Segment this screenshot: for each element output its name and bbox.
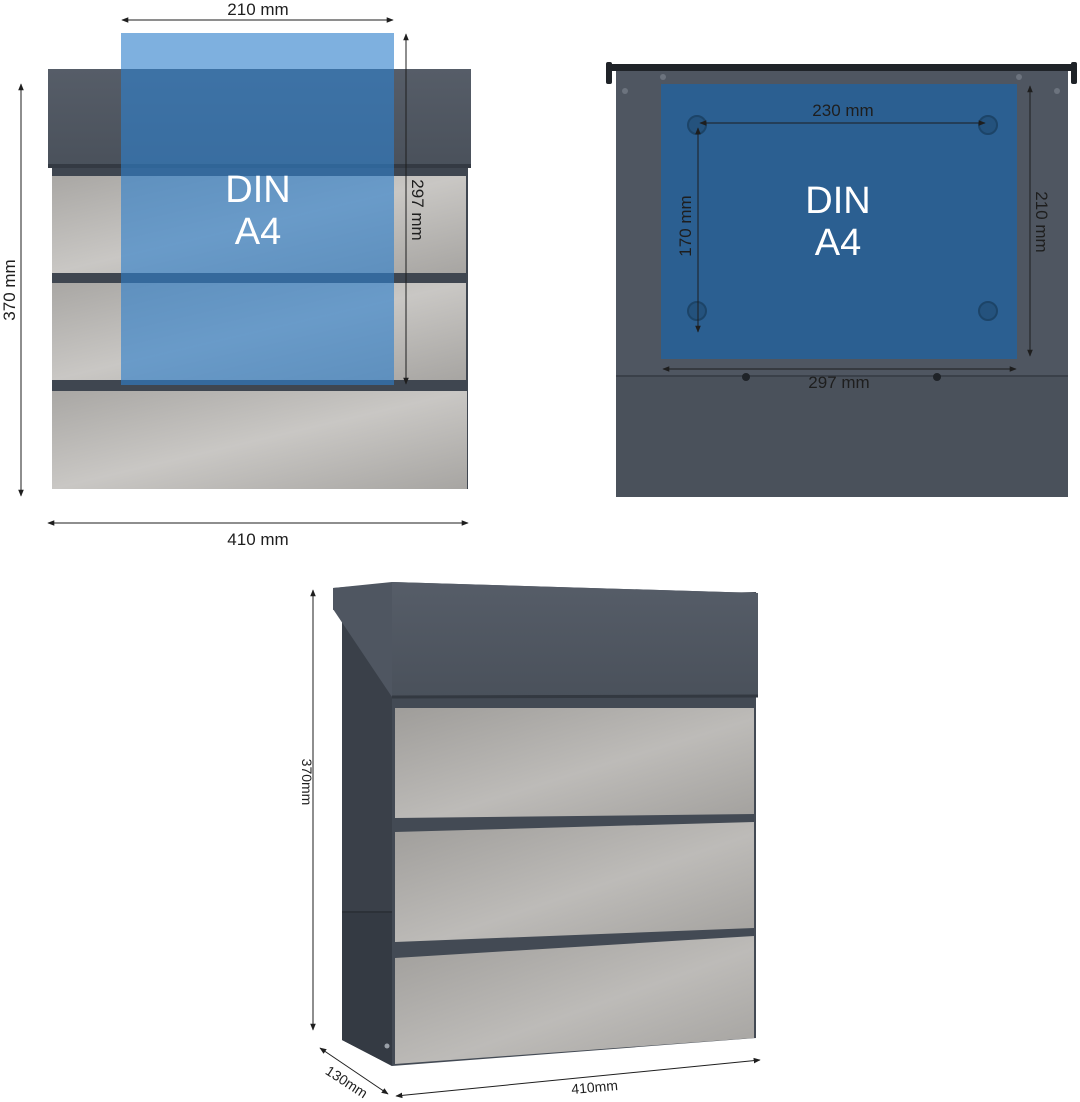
dim-label-170-back: 170 mm [676,195,695,256]
dim-label-297-front: 297 mm [408,179,427,240]
dim-label-210-back: 210 mm [1032,191,1051,252]
back-view: DIN A4 230 mm 170 mm 210 mm 297 mm [606,62,1077,497]
front-din-label-2: A4 [235,211,281,253]
dim-label-210-front: 210 mm [227,0,288,19]
dim-line-130-iso [319,1047,389,1095]
mounting-hole [687,301,707,321]
mounting-hole [978,301,998,321]
dim-label-410-front: 410 mm [227,530,288,549]
mounting-hole [978,115,998,135]
back-din-label-1: DIN [805,180,870,222]
iso-view: 370mm 130mm 410mm [299,582,761,1101]
dim-label-130-iso: 130mm [323,1062,371,1101]
dim-line-410-iso [395,1057,761,1099]
dim-label-410-iso: 410mm [571,1077,619,1097]
back-top-rail [608,64,1076,71]
mounting-hole [687,115,707,135]
dim-label-370-front: 370 mm [0,259,19,320]
din-a4-overlay [121,33,394,385]
dim-label-230-back: 230 mm [812,101,873,120]
front-view: DIN A4 210 mm 297 mm 370 mm 410 mm [0,0,471,549]
back-din-a4-area [661,84,1017,359]
iso-steel-panel-3 [395,936,754,1064]
iso-steel-panel-2 [395,822,754,942]
dim-label-297-back: 297 mm [808,373,869,392]
dim-label-370-iso: 370mm [299,759,315,806]
back-din-label-2: A4 [815,222,861,264]
iso-steel-panel-1 [395,708,754,818]
front-din-label-1: DIN [225,169,290,211]
front-steel-panel-3 [52,391,467,489]
